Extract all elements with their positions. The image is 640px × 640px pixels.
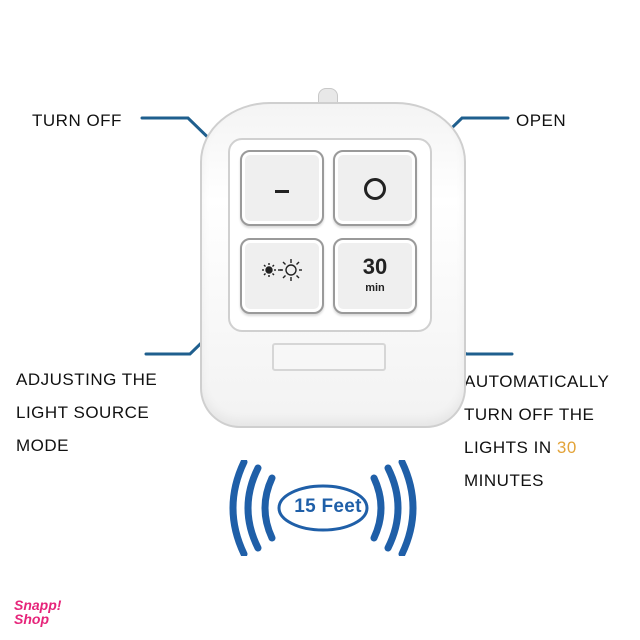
label-auto-off: AUTOMATICALLY TURN OFF THE LIGHTS IN 30 …	[464, 365, 609, 497]
label-mode-line-2: LIGHT SOURCE	[16, 403, 150, 422]
label-mode-line-1: ADJUSTING THE	[16, 370, 158, 389]
mode-button[interactable]	[240, 238, 324, 314]
label-auto-line-1: AUTOMATICALLY	[464, 372, 610, 391]
sun-dim-bright-icon	[262, 259, 302, 281]
label-auto-line-2: TURN OFF THE	[464, 405, 595, 424]
label-auto-line-3: LIGHTS IN 30	[464, 431, 609, 464]
minus-icon	[275, 190, 289, 193]
range-label: 15 Feet	[294, 496, 362, 517]
label-auto-line-4: MINUTES	[464, 471, 544, 490]
wireless-signal-icon	[229, 460, 417, 556]
label-mode: ADJUSTING THE LIGHT SOURCE MODE	[16, 363, 157, 462]
timer-unit: min	[365, 282, 385, 294]
battery-slot	[272, 343, 386, 371]
ring-icon	[364, 178, 386, 200]
label-turn-off-text: TURN OFF	[32, 111, 122, 130]
open-button[interactable]	[333, 150, 417, 226]
brand-logo-line-2: Shop	[14, 611, 49, 627]
timer-button[interactable]: 30 min	[333, 238, 417, 314]
label-turn-off: TURN OFF	[32, 104, 122, 137]
off-button[interactable]	[240, 150, 324, 226]
brand-logo: Snapp! Shop	[14, 598, 61, 626]
label-auto-highlight: 30	[556, 438, 577, 457]
label-open: OPEN	[516, 104, 566, 137]
label-auto-line-3-prefix: LIGHTS IN	[464, 438, 557, 457]
label-open-text: OPEN	[516, 111, 567, 130]
brand-logo-line-1: Snapp!	[14, 597, 62, 613]
label-mode-line-3: MODE	[16, 436, 69, 455]
timer-value: 30	[362, 254, 388, 279]
